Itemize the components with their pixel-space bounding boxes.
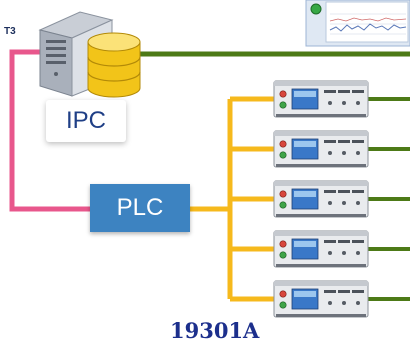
ipc-label: IPC <box>46 100 126 142</box>
tester-instrument-icon <box>273 80 369 118</box>
model-label: 19301A <box>170 318 260 343</box>
instrument-stack <box>273 80 369 318</box>
tester-instrument-icon <box>273 280 369 318</box>
monitor-tag: T3 <box>4 26 16 37</box>
plc-bus-branches <box>230 96 274 302</box>
monitor-chart-icon <box>305 0 410 47</box>
tester-instrument-icon <box>273 180 369 218</box>
instrument-links <box>368 97 410 301</box>
tester-instrument-icon <box>273 130 369 168</box>
tester-instrument-icon <box>273 230 369 268</box>
plc-box: PLC <box>90 184 190 232</box>
ipc-plc-link <box>9 49 90 212</box>
database-icon <box>87 32 141 98</box>
